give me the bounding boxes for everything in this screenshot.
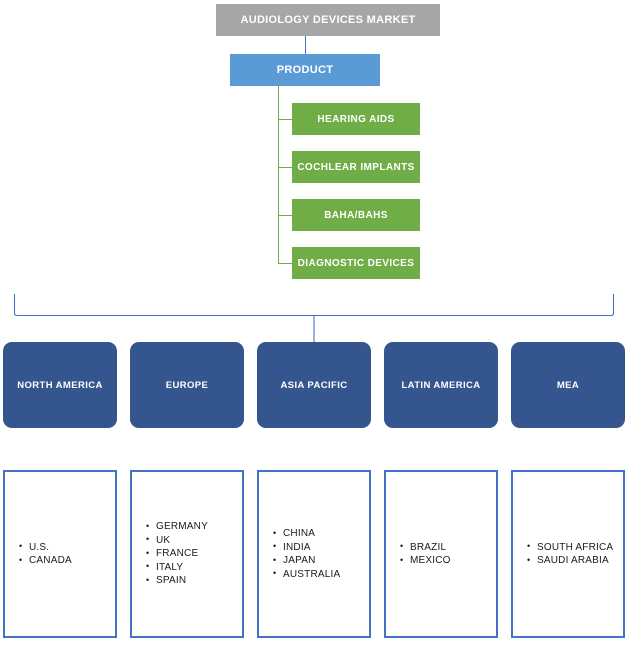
region-node-label: NORTH AMERICA [17,379,103,391]
country-box-north-america: U.S. CANADA [3,470,117,638]
product-node: PRODUCT [230,54,380,86]
region-node-europe: EUROPE [130,342,244,428]
country-list-item: SOUTH AFRICA [527,540,613,555]
connector-stub-cochlear-implants [278,167,292,168]
country-list-item: AUSTRALIA [273,567,340,582]
country-list-item: ITALY [146,560,208,575]
product-child-baha-bahs: BAHA/BAHS [292,199,420,231]
country-list: CHINA INDIA JAPAN AUSTRALIA [259,527,340,581]
connector-root-to-product [305,36,306,54]
country-list-item: U.S. [19,540,72,555]
country-box-latin-america: BRAZIL MEXICO [384,470,498,638]
country-list-item: CANADA [19,554,72,568]
country-list-item: SPAIN [146,574,208,588]
product-child-label: COCHLEAR IMPLANTS [297,161,415,173]
product-child-label: HEARING AIDS [317,113,395,125]
country-list-item: INDIA [273,540,340,555]
connector-stub-baha-bahs [278,215,292,216]
product-child-diagnostic-devices: DIAGNOSTIC DEVICES [292,247,420,279]
country-list-item: FRANCE [146,547,208,561]
country-list: GERMANY UK FRANCE ITALY SPAIN [132,520,208,588]
country-list-item: MEXICO [400,554,451,568]
region-node-label: ASIA PACIFIC [280,379,348,391]
country-list-item: GERMANY [146,520,208,534]
country-list-item: JAPAN [273,554,340,568]
country-list: U.S. CANADA [5,540,72,568]
country-list: SOUTH AFRICA SAUDI ARABIA [513,540,613,568]
product-child-label: DIAGNOSTIC DEVICES [297,257,415,269]
country-box-asia-pacific: CHINA INDIA JAPAN AUSTRALIA [257,470,371,638]
region-node-latin-america: LATIN AMERICA [384,342,498,428]
region-node-asia-pacific: ASIA PACIFIC [257,342,371,428]
connector-stub-hearing-aids [278,119,292,120]
product-child-hearing-aids: HEARING AIDS [292,103,420,135]
country-list-item: UK [146,533,208,548]
region-bracket [13,294,615,342]
root-node-label: AUDIOLOGY DEVICES MARKET [240,14,416,26]
root-node-audiology-devices-market: AUDIOLOGY DEVICES MARKET [216,4,440,36]
country-box-mea: SOUTH AFRICA SAUDI ARABIA [511,470,625,638]
region-node-label: LATIN AMERICA [401,379,481,391]
country-box-europe: GERMANY UK FRANCE ITALY SPAIN [130,470,244,638]
connector-product-trunk [278,86,279,263]
connector-stub-diagnostic-devices [278,263,292,264]
region-node-label: MEA [556,379,580,391]
region-node-north-america: NORTH AMERICA [3,342,117,428]
country-list-item: SAUDI ARABIA [527,554,613,568]
product-child-label: BAHA/BAHS [324,209,388,221]
country-list-item: BRAZIL [400,540,451,555]
product-child-cochlear-implants: COCHLEAR IMPLANTS [292,151,420,183]
country-list: BRAZIL MEXICO [386,540,451,568]
region-node-label: EUROPE [165,379,209,391]
region-node-mea: MEA [511,342,625,428]
country-list-item: CHINA [273,527,340,541]
product-node-label: PRODUCT [276,64,334,76]
